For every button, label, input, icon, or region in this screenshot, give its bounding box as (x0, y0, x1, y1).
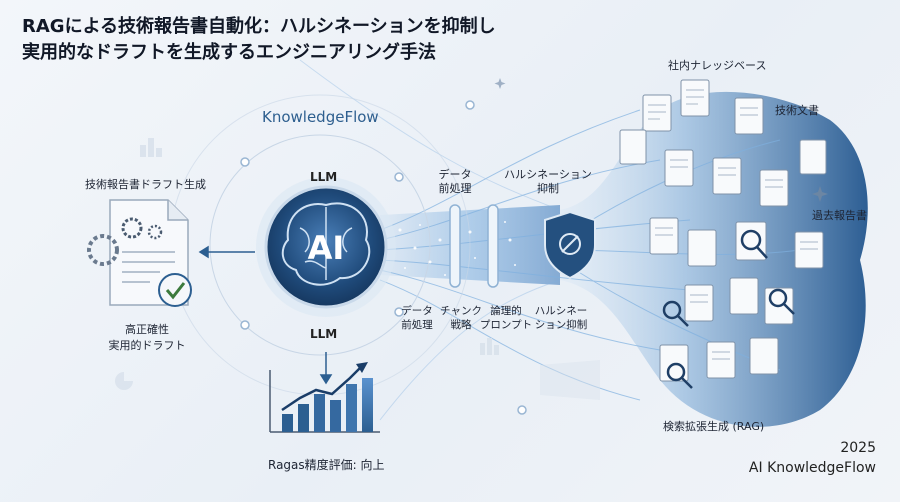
footer-name: AI KnowledgeFlow (748, 460, 876, 476)
pipeline-top-halluc-line-2: 抑制 (537, 182, 559, 195)
pipeline-bottom-prompt: 論理的 プロンプト (478, 304, 534, 332)
report-document-icon (87, 199, 192, 307)
llm-top-label: LLM (310, 170, 338, 184)
ragas-label: Ragas精度評価: 向上 (268, 458, 385, 472)
ai-brain-text: AI (308, 229, 345, 267)
arrow-llm-to-doc (198, 245, 255, 259)
beam-particles (398, 221, 516, 276)
knowledge-rag-label: 検索拡張生成 (RAG) (663, 420, 765, 433)
sparkle-icons (494, 78, 828, 202)
pipeline-top-prep-line-2: 前処理 (438, 182, 472, 195)
pipeline-bottom-chunk: チャンク 戦略 (438, 304, 484, 332)
pipeline-bottom-prep-line-1: データ (401, 305, 433, 317)
knowledge-internal-label: 社内ナレッジベース (668, 59, 767, 72)
pipeline-bottom-halluc-line-2: ション抑制 (534, 319, 588, 331)
title-line-1: RAGによる技術報告書自動化：ハルシネーションを抑制し (22, 16, 496, 37)
knowledge-tech-docs-label: 技術文書 (775, 104, 819, 117)
shield-icon (544, 210, 596, 280)
pipeline-bottom-chunk-line-2: 戦略 (450, 319, 472, 331)
llm-bottom-label: LLM (310, 327, 338, 341)
knowledge-past-reports-label: 過去報告書 (812, 209, 867, 222)
pipeline-top-halluc-line-1: ハルシネーション (504, 168, 592, 181)
pipeline-filters (449, 204, 499, 288)
knowledge-doc-lines (648, 89, 818, 360)
footer-year: 2025 (840, 440, 876, 456)
pipeline-bottom-halluc: ハルシネー ション抑制 (530, 304, 592, 332)
pipeline-bottom-prompt-line-1: 論理的 (490, 305, 522, 317)
pipeline-top-prep: データ 前処理 (432, 168, 478, 196)
pipeline-top-prep-line-1: データ (438, 168, 472, 181)
left-top-label: 技術報告書ドラフト生成 (85, 178, 206, 191)
pipeline-top-halluc: ハルシネーション 抑制 (500, 168, 596, 196)
brand-logo-text: KnowledgeFlow (262, 108, 379, 126)
left-bottom-line-2: 実用的ドラフト (108, 339, 186, 352)
nodes (240, 100, 527, 415)
pipeline-bottom-chunk-line-1: チャンク (440, 305, 482, 317)
arrow-llm-to-chart (319, 352, 333, 385)
left-bottom-label: 高正確性 実用的ドラフト (92, 322, 202, 354)
left-bottom-line-1: 高正確性 (125, 323, 169, 336)
title-line-2: 実用的なドラフトを生成するエンジニアリング手法 (22, 42, 436, 63)
pipeline-bottom-prompt-line-2: プロンプト (479, 319, 533, 331)
magnifier-icons (662, 229, 795, 389)
pipeline-bottom-prep-line-2: 前処理 (401, 319, 433, 331)
ragas-bar-chart (269, 362, 380, 433)
pipeline-bottom-halluc-line-1: ハルシネー (534, 305, 588, 317)
pipeline-bottom-prep: データ 前処理 (394, 304, 440, 332)
ai-brain-badge (256, 177, 396, 317)
page-title: RAGによる技術報告書自動化：ハルシネーションを抑制し 実用的なドラフトを生成す… (22, 14, 622, 66)
faint-decor (115, 138, 600, 400)
